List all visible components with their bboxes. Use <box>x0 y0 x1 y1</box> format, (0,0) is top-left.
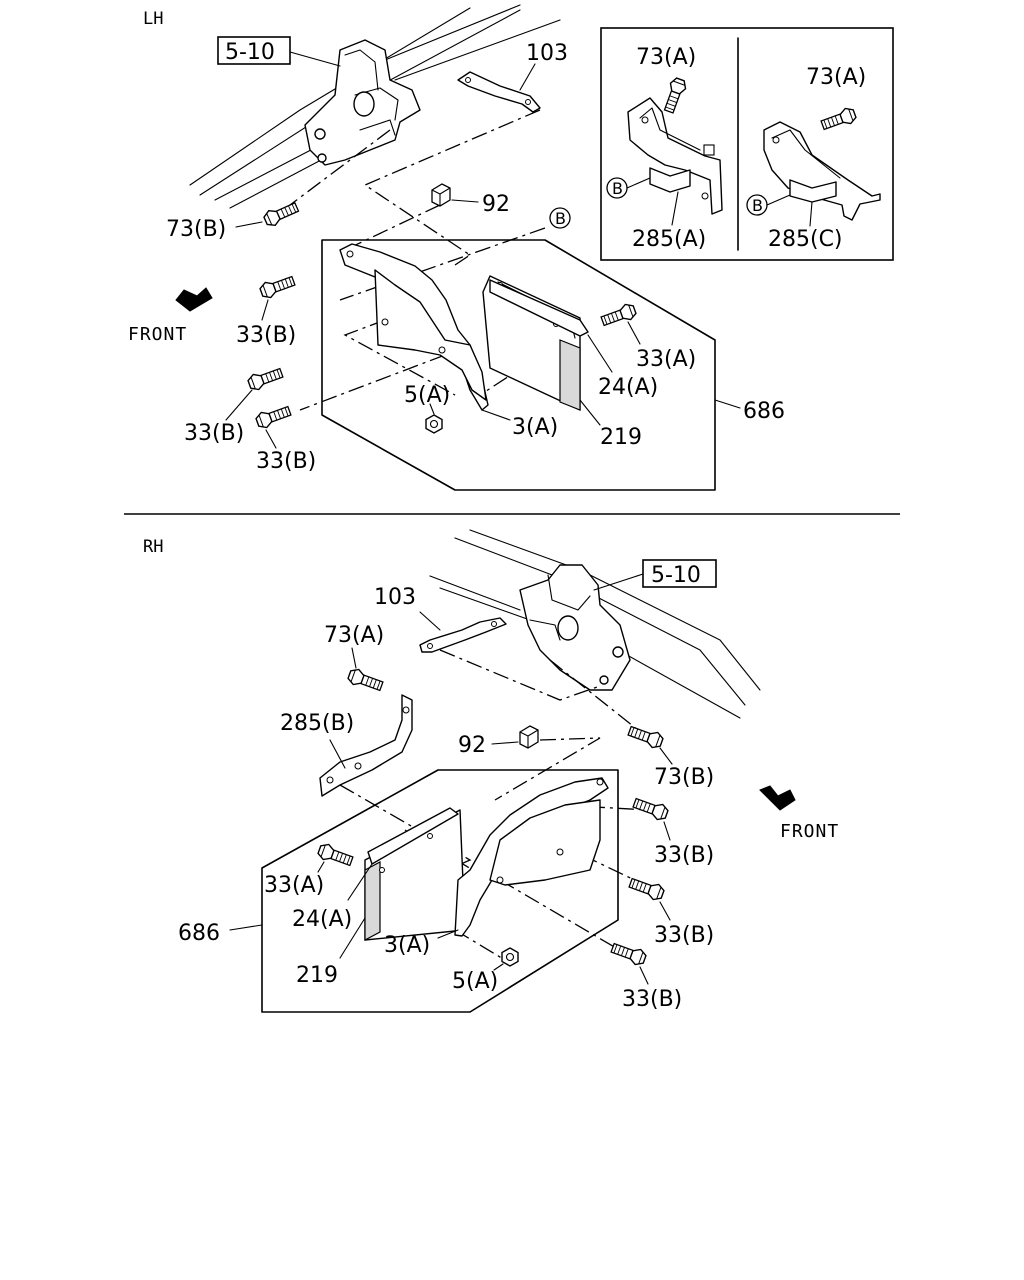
lh-front-indicator: FRONT <box>128 287 213 345</box>
lh-bracket-103: 103 <box>457 41 568 113</box>
lh-label-33b-low: 33(B) <box>256 449 316 474</box>
lh-section-label: LH <box>143 9 163 29</box>
lh-label-3a: 3(A) <box>512 415 558 440</box>
svg-text:B: B <box>555 209 566 228</box>
svg-text:B: B <box>612 179 623 198</box>
rh-frame-rail <box>429 529 761 719</box>
lh-section: LH 5-10 <box>128 4 894 491</box>
rh-label-3a: 3(A) <box>384 933 430 958</box>
rh-label-73b: 73(B) <box>654 765 714 790</box>
rh-bracket-24a <box>367 807 459 865</box>
rh-front-label: FRONT <box>780 821 839 842</box>
lh-bolt-33b-low <box>253 402 293 431</box>
inset-left-label-73a: 73(A) <box>636 45 696 70</box>
inset-right-bracket-285c <box>763 121 881 221</box>
lh-engine-mount <box>304 39 421 166</box>
rh-bracket-103: 103 <box>374 585 507 653</box>
rh-flap-219 <box>364 809 466 941</box>
lh-label-24a: 24(A) <box>598 375 658 400</box>
lh-frame-rail <box>189 4 561 209</box>
lh-bracket-24a <box>489 279 589 337</box>
lh-label-686: 686 <box>743 399 785 424</box>
lh-label-5a: 5(A) <box>404 383 450 408</box>
rh-bolt-73b <box>626 722 666 751</box>
rh-label-103: 103 <box>374 585 416 610</box>
rh-clip-92 <box>519 725 539 749</box>
rh-label-686: 686 <box>178 921 220 946</box>
inset-left-circle-b: B <box>606 177 628 199</box>
rh-mud-guard-3a <box>454 777 609 937</box>
lh-inset-box: 73(A) B 285(A) 73(A) <box>600 27 894 261</box>
svg-text:B: B <box>752 196 763 215</box>
inset-left-bracket-285a <box>627 97 723 215</box>
rh-label-33b-2: 33(B) <box>654 923 714 948</box>
lh-nut-5a <box>425 414 443 434</box>
rh-nut-5a <box>501 947 519 967</box>
rh-label-24a: 24(A) <box>292 907 352 932</box>
rh-label-92: 92 <box>458 733 486 758</box>
rh-label-285b: 285(B) <box>280 711 354 736</box>
lh-bolt-33b-top <box>257 272 297 301</box>
lh-label-33b-mid: 33(B) <box>184 421 244 446</box>
rh-ref-box-label: 5-10 <box>651 563 701 588</box>
lh-ref-box: 5-10 <box>217 36 341 67</box>
rh-bolt-33b-1 <box>631 794 671 823</box>
lh-label-33b-top: 33(B) <box>236 323 296 348</box>
lh-circle-b: B <box>549 207 571 229</box>
lh-label-92: 92 <box>482 192 510 217</box>
lh-assembly-outline <box>321 239 716 491</box>
rh-label-219: 219 <box>296 963 338 988</box>
lh-ref-box-label: 5-10 <box>225 40 275 65</box>
rh-label-33a: 33(A) <box>264 873 324 898</box>
lh-label-103: 103 <box>526 41 568 66</box>
lh-label-219: 219 <box>600 425 642 450</box>
inset-left-label-285a: 285(A) <box>632 227 706 252</box>
rh-label-5a: 5(A) <box>452 969 498 994</box>
rh-label-73a: 73(A) <box>324 623 384 648</box>
lh-mud-guard-3a <box>339 243 489 411</box>
rh-bolt-33b-2 <box>627 874 667 903</box>
lh-bolt-33a <box>599 301 639 330</box>
rh-section: RH 5-10 10 <box>143 529 839 1013</box>
lh-front-label: FRONT <box>128 324 187 345</box>
lh-label-33a: 33(A) <box>636 347 696 372</box>
inset-right-circle-b: B <box>746 194 768 216</box>
lh-bolt-33b-mid <box>245 364 285 393</box>
lh-clip-92 <box>431 183 451 207</box>
rh-label-33b-1: 33(B) <box>654 843 714 868</box>
rh-engine-mount <box>519 564 631 691</box>
rh-ref-box: 5-10 <box>593 559 717 591</box>
rh-bolt-73a <box>345 666 385 695</box>
rh-bracket-285b: 285(B) <box>280 694 413 797</box>
inset-right-label-73a: 73(A) <box>806 65 866 90</box>
rh-assembly-outline <box>261 769 619 1013</box>
lh-bolt-73b <box>261 199 301 229</box>
rh-label-33b-3: 33(B) <box>622 987 682 1012</box>
inset-right-label-285c: 285(C) <box>768 227 843 252</box>
rh-bolt-33b-3 <box>609 939 649 968</box>
rh-section-label: RH <box>143 537 163 557</box>
rh-front-indicator: FRONT <box>759 785 839 842</box>
lh-label-73b: 73(B) <box>166 217 226 242</box>
